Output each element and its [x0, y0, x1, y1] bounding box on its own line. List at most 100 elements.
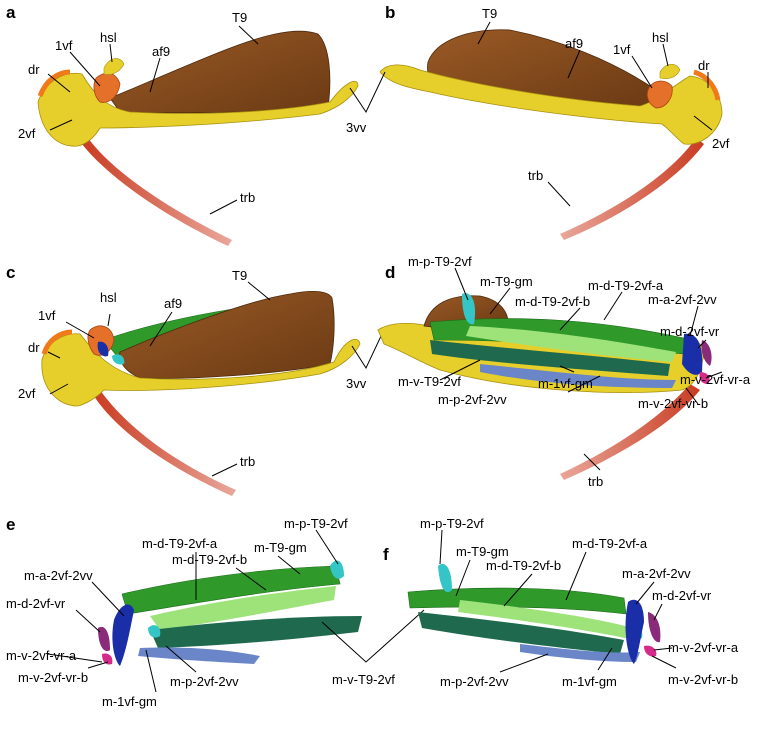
- label-m-t9-gm-f: m-T9-gm: [456, 544, 509, 559]
- muscle-magenta-d: [699, 372, 710, 384]
- valvifer-1-b: [646, 80, 673, 109]
- shared-label-m-v-t9-2vf-ef: m-v-T9-2vf: [321, 609, 425, 687]
- valvifer-2-c: [41, 333, 361, 407]
- label-m-d-t9-2vf-b-f: m-d-T9-2vf-b: [486, 558, 561, 573]
- label-m-t9-gm-e: m-T9-gm: [254, 540, 307, 555]
- label-2vf-a: 2vf: [18, 126, 36, 141]
- muscle-purple-f: [648, 612, 661, 643]
- muscle-steel-blue-d: [480, 364, 676, 388]
- label-m-v-t9-2vf-d: m-v-T9-2vf: [398, 374, 461, 389]
- label-m-p-t9-2vf-d: m-p-T9-2vf: [408, 254, 472, 269]
- label-trb-c: trb: [240, 454, 255, 469]
- muscle-purple-e: [98, 626, 110, 652]
- label-3vv-cd: 3vv: [346, 376, 367, 391]
- tergum-t9-a: [109, 30, 331, 114]
- muscle-blue-e: [112, 604, 134, 666]
- label-m-d-t9-2vf-a-e: m-d-T9-2vf-a: [142, 536, 218, 551]
- label-m-d-t9-2vf-b-e: m-d-T9-2vf-b: [172, 552, 247, 567]
- panel-e: e m-p-T9-2vf m-T9-gm m-d-T9-2vf-a m-d-T9…: [6, 515, 362, 709]
- label-hsl-b: hsl: [652, 30, 669, 45]
- muscle-blue-d: [682, 333, 703, 375]
- hsl-a: [103, 58, 125, 75]
- shared-label-3vv-ab: 3vv: [346, 71, 386, 135]
- label-hsl-c: hsl: [100, 290, 117, 305]
- label-af9-c: af9: [164, 296, 182, 311]
- label-dr-c: dr: [28, 340, 40, 355]
- label-m-1vf-gm-e: m-1vf-gm: [102, 694, 157, 709]
- shared-label-3vv-cd: 3vv: [346, 333, 383, 391]
- label-af9-a: af9: [152, 44, 170, 59]
- label-m-a-2vf-2vv-d: m-a-2vf-2vv: [648, 292, 717, 307]
- label-m-p-t9-2vf-f: m-p-T9-2vf: [420, 516, 484, 531]
- label-trb-d: trb: [588, 474, 603, 489]
- muscle-magenta-e: [102, 653, 113, 665]
- label-m-p-t9-2vf-e: m-p-T9-2vf: [284, 516, 348, 531]
- label-m-a-2vf-2vv-f: m-a-2vf-2vv: [622, 566, 691, 581]
- label-m-d-2vf-vr-f: m-d-2vf-vr: [652, 588, 712, 603]
- label-m-p-2vf-2vv-e: m-p-2vf-2vv: [170, 674, 239, 689]
- muscle-dark-teal-e: [150, 616, 362, 648]
- label-t9-a: T9: [232, 10, 247, 25]
- muscle-purple-d: [701, 340, 712, 366]
- panel-f: f m-p-T9-2vf m-T9-gm m-d-T9-2vf-a m-d-T9…: [383, 516, 739, 689]
- label-t9-c: T9: [232, 268, 247, 283]
- label-t9-b: T9: [482, 6, 497, 21]
- label-m-v-2vf-vr-b-e: m-v-2vf-vr-b: [18, 670, 88, 685]
- label-1vf-b: 1vf: [613, 42, 631, 57]
- label-m-a-2vf-2vv-e: m-a-2vf-2vv: [24, 568, 93, 583]
- panel-letter-e: e: [6, 515, 15, 534]
- muscle-cyan-small-e: [148, 625, 161, 638]
- muscle-cyan-f: [438, 563, 452, 593]
- label-hsl-a: hsl: [100, 30, 117, 45]
- panel-d: d m-p-T9-2vf m-T9-gm m-d-T9-2vf-a m-d-T9…: [377, 254, 751, 489]
- panel-c: c T9 af9 hsl 1vf dr 2vf trb: [6, 263, 361, 496]
- trachea-b: [560, 138, 704, 240]
- muscle-steel-blue-f: [520, 644, 640, 662]
- label-m-v-2vf-vr-a-d: m-v-2vf-vr-a: [680, 372, 751, 387]
- label-af9-b: af9: [565, 36, 583, 51]
- label-m-v-2vf-vr-b-d: m-v-2vf-vr-b: [638, 396, 708, 411]
- label-2vf-b: 2vf: [712, 136, 730, 151]
- muscle-green-e: [121, 565, 341, 615]
- muscle-cyan-d: [462, 293, 476, 325]
- label-m-d-t9-2vf-b-d: m-d-T9-2vf-b: [515, 294, 590, 309]
- muscle-blue-c: [97, 341, 109, 357]
- label-m-d-2vf-vr-d: m-d-2vf-vr: [660, 324, 720, 339]
- label-1vf-c: 1vf: [38, 308, 56, 323]
- label-3vv-ab: 3vv: [346, 120, 367, 135]
- label-m-v-2vf-vr-a-e: m-v-2vf-vr-a: [6, 648, 77, 663]
- dorsal-ramus-c: [41, 329, 73, 355]
- panel-letter-f: f: [383, 545, 389, 564]
- label-trb-b: trb: [528, 168, 543, 183]
- trachea-a: [82, 138, 232, 246]
- muscle-cyan-e: [330, 560, 344, 579]
- muscle-steel-blue-e: [138, 647, 260, 664]
- muscle-light-green-d: [466, 326, 676, 362]
- muscle-light-green-f: [458, 600, 640, 640]
- label-m-1vf-gm-d: m-1vf-gm: [538, 376, 593, 391]
- label-dr-b: dr: [698, 58, 710, 73]
- label-2vf-c: 2vf: [18, 386, 36, 401]
- label-m-v-2vf-vr-a-f: m-v-2vf-vr-a: [668, 640, 739, 655]
- muscle-cyan-c: [112, 354, 125, 365]
- muscle-light-green-e: [150, 586, 336, 630]
- panel-letter-a: a: [6, 3, 16, 22]
- muscle-dark-teal-d: [430, 340, 670, 376]
- muscle-blue-f: [625, 599, 644, 664]
- label-m-t9-gm-d: m-T9-gm: [480, 274, 533, 289]
- valvifer-2-b: [379, 64, 723, 145]
- label-m-1vf-gm-f: m-1vf-gm: [562, 674, 617, 689]
- muscle-dark-teal-f: [418, 612, 624, 654]
- label-dr-a: dr: [28, 62, 40, 77]
- panel-b: b T9 af9 1vf hsl dr 2vf trb: [379, 3, 730, 240]
- label-m-d-t9-2vf-a-f: m-d-T9-2vf-a: [572, 536, 648, 551]
- label-m-p-2vf-2vv-f: m-p-2vf-2vv: [440, 674, 509, 689]
- label-m-d-t9-2vf-a-d: m-d-T9-2vf-a: [588, 278, 664, 293]
- dorsal-ramus-b: [693, 69, 721, 101]
- label-m-v-2vf-vr-b-f: m-v-2vf-vr-b: [668, 672, 738, 687]
- label-m-v-t9-2vf-ef: m-v-T9-2vf: [332, 672, 395, 687]
- label-m-d-2vf-vr-e: m-d-2vf-vr: [6, 596, 66, 611]
- muscle-magenta-f: [644, 645, 657, 657]
- label-1vf-a: 1vf: [55, 38, 73, 53]
